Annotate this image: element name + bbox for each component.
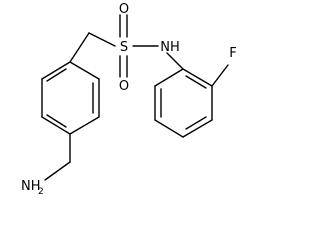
double-bond-ring-right-b	[185, 116, 207, 130]
bond-ring-left-1	[69, 61, 100, 80]
bond-ch2-nh2	[44, 161, 71, 181]
bond-c-f	[211, 64, 229, 87]
amide-nitrogen-atom-label: NH	[160, 40, 180, 55]
amine-nitrogen-atom-label: NH	[21, 179, 41, 194]
oxygen-bottom-atom-label: O	[119, 79, 129, 94]
amine-subscript-label: 2	[38, 187, 44, 197]
bond-ring-left-4	[41, 116, 71, 135]
bond-ring-right-3	[182, 119, 213, 138]
chemical-structure-diagram: S O O NH F NH 2	[21, 2, 237, 197]
bond-ring-right-6	[154, 68, 184, 87]
double-bond-ring-right-a	[185, 75, 207, 89]
bond-ring-left-3	[69, 116, 100, 135]
double-bond-ring-left-b	[46, 114, 67, 128]
benzene-ring-right	[154, 68, 213, 138]
bond-nh-ring	[166, 52, 184, 70]
sulfur-atom-label: S	[120, 40, 128, 55]
fluorine-atom-label: F	[229, 46, 236, 61]
benzene-ring-left	[41, 61, 100, 135]
bond-ring-right-1	[182, 68, 213, 87]
bond-ch2-ring	[69, 32, 90, 63]
double-bond-ring-left-c	[46, 68, 67, 82]
bond-ch2-sulfur	[88, 32, 116, 47]
bond-ring-left-6	[41, 61, 71, 80]
oxygen-top-atom-label: O	[119, 2, 129, 17]
bond-ring-right-4	[154, 119, 184, 138]
